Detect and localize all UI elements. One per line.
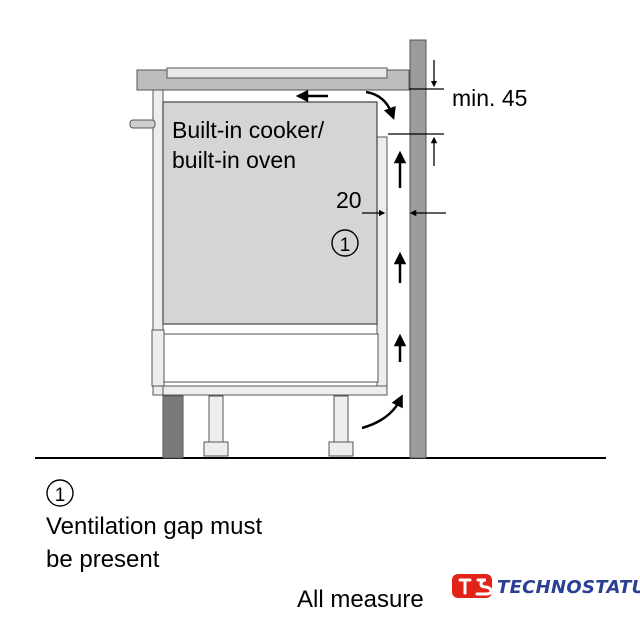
callout-number: 1 [340,235,351,256]
technostatus-logo: TECHNOSTATUS [452,574,640,598]
dimension-min-45 [388,60,444,166]
oven-body [162,101,378,325]
plinth-panel [162,395,184,459]
drawer-body [163,333,379,383]
watermark-text: TECHNOSTATUS [497,577,640,598]
legend-circle [46,479,74,507]
cabinet-legs [203,395,354,457]
hob-glass [166,67,388,79]
control-knob [129,119,156,129]
legend-line-1: Ventilation gap must [46,513,262,540]
cabinet-base [162,385,388,396]
legend-number: 1 [55,485,66,506]
cooker-label: Built-in cooker/ [172,117,325,143]
drawer-front [151,329,165,387]
callout-circle [331,229,359,257]
legend-line-2: be present [46,546,160,573]
dimension-top-label: min. 45 [452,85,527,111]
footer-note: All measure [297,586,424,613]
kitchen-wall [409,39,427,459]
airflow-arrows [295,89,407,430]
oven-label: built-in oven [172,147,296,173]
dimension-gap-label: 20 [336,187,362,213]
